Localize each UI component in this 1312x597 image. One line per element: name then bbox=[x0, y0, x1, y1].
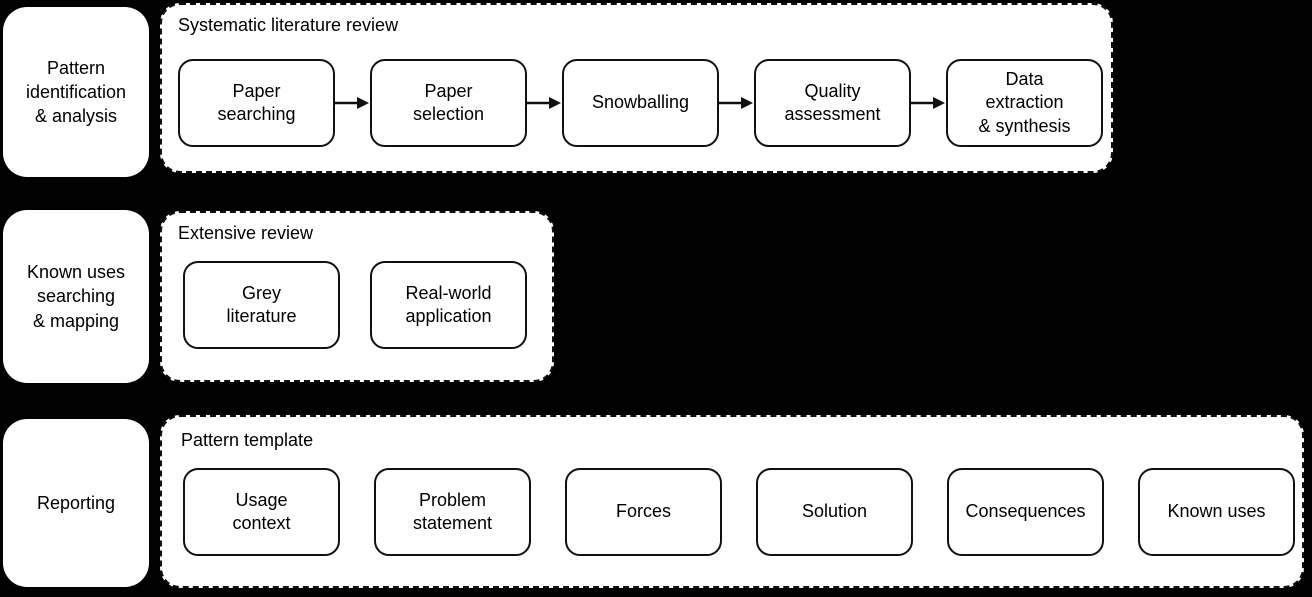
step-data-extraction-synthesis: Data extraction & synthesis bbox=[946, 59, 1103, 147]
stage-box-pattern-identification-analysis: Pattern identification & analysis bbox=[3, 7, 149, 177]
steps-row: Grey literature Real-world application bbox=[183, 261, 527, 349]
group-title: Systematic literature review bbox=[178, 15, 399, 35]
step-solution: Solution bbox=[756, 468, 913, 556]
group-title: Extensive review bbox=[178, 223, 314, 243]
step-quality-assessment: Quality assessment bbox=[754, 59, 911, 147]
step-paper-selection: Paper selection bbox=[370, 59, 527, 147]
group-systematic-literature-review: Systematic literature review Paper searc… bbox=[160, 3, 1113, 173]
step-real-world-application: Real-world application bbox=[370, 261, 527, 349]
step-consequences: Consequences bbox=[947, 468, 1104, 556]
group-pattern-template: Pattern template Usage context Problem s… bbox=[160, 415, 1304, 588]
step-snowballing: Snowballing bbox=[562, 59, 719, 147]
step-known-uses: Known uses bbox=[1138, 468, 1295, 556]
stage-box-reporting: Reporting bbox=[3, 419, 149, 587]
group-title: Pattern template bbox=[181, 430, 314, 450]
arrow-right-icon bbox=[527, 97, 561, 109]
arrow-right-icon bbox=[335, 97, 369, 109]
step-forces: Forces bbox=[565, 468, 722, 556]
step-paper-searching: Paper searching bbox=[178, 59, 335, 147]
steps-row: Usage context Problem statement Forces S… bbox=[183, 468, 1295, 556]
stage-box-known-uses-searching-mapping: Known uses searching & mapping bbox=[3, 210, 149, 383]
step-problem-statement: Problem statement bbox=[374, 468, 531, 556]
arrow-right-icon bbox=[911, 97, 945, 109]
group-extensive-review: Extensive review Grey literature Real-wo… bbox=[160, 211, 554, 382]
step-grey-literature: Grey literature bbox=[183, 261, 340, 349]
steps-row: Paper searching Paper selection Snowball… bbox=[178, 59, 1103, 147]
step-usage-context: Usage context bbox=[183, 468, 340, 556]
arrow-right-icon bbox=[719, 97, 753, 109]
